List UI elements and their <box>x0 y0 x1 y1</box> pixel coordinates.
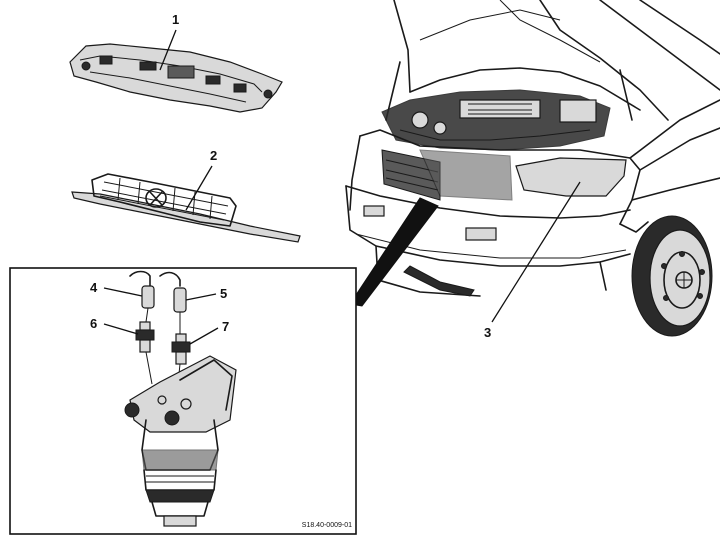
reference-code: S18.40-0009-01 <box>302 522 352 529</box>
detail-inset: S18.40-0009-01 <box>9 267 357 535</box>
part-3-van-front <box>345 0 720 337</box>
part-2-radiator-grille <box>71 173 301 243</box>
part-5-connector <box>173 287 187 313</box>
part-7-switch <box>171 333 191 365</box>
part-1-upper-cover <box>69 43 283 113</box>
callout-4: 4 <box>90 280 143 297</box>
detail-pointer <box>349 197 439 307</box>
callout-5: 5 <box>185 286 227 301</box>
callout-number: 3 <box>484 325 491 340</box>
callout-number: 6 <box>90 316 97 331</box>
part-6-switch <box>135 321 155 353</box>
callout-7: 7 <box>189 319 229 345</box>
callout-3: 3 <box>484 181 581 340</box>
callout-1: 1 <box>159 12 179 71</box>
callout-2: 2 <box>185 148 217 211</box>
callout-number: 4 <box>90 280 98 295</box>
callout-number: 1 <box>172 12 179 27</box>
callout-number: 7 <box>222 319 229 334</box>
reservoir-pump <box>124 355 237 527</box>
callout-number: 5 <box>220 286 227 301</box>
callout-6: 6 <box>90 316 139 335</box>
callout-number: 2 <box>210 148 217 163</box>
part-4-connector <box>141 285 155 309</box>
